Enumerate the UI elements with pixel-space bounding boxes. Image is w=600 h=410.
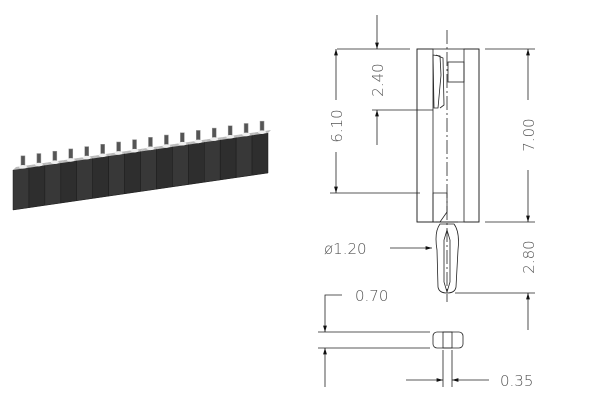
header-block — [92, 155, 109, 199]
header-block — [60, 160, 77, 204]
pin-opening — [82, 155, 91, 160]
connector-3d-render — [12, 120, 271, 211]
pin-contact — [243, 123, 249, 134]
pin-contact — [20, 155, 26, 167]
pin-contact — [84, 146, 89, 157]
dim-contact-length: 6.10 — [328, 109, 346, 142]
connector-section-view — [416, 30, 480, 349]
pin-opening — [130, 148, 139, 153]
pin-opening — [210, 137, 219, 141]
header-block — [108, 153, 125, 197]
dimension-lines — [318, 15, 535, 387]
pin-contact — [164, 134, 169, 146]
pin-opening — [18, 165, 27, 169]
pin-contact — [196, 130, 201, 141]
header-block — [140, 148, 157, 192]
header-block — [204, 139, 221, 183]
dim-section-gap: 0.35 — [500, 372, 533, 390]
header-block — [44, 162, 62, 206]
pin-contact — [211, 127, 217, 139]
header-block — [251, 132, 269, 176]
pin-opening — [146, 146, 155, 151]
dim-pin-diameter: ø1.20 — [324, 240, 367, 258]
header-block — [219, 137, 237, 181]
pin-contact — [68, 148, 74, 160]
dim-section-height: 0.70 — [355, 287, 388, 305]
pin-opening — [114, 151, 123, 155]
header-block — [188, 141, 205, 185]
pin-opening — [258, 130, 267, 134]
pin-contact — [36, 153, 42, 164]
pin-contact — [100, 144, 105, 155]
header-block — [156, 146, 173, 190]
dim-pin-length: 2.80 — [520, 240, 538, 273]
pin-contact — [148, 137, 153, 148]
pin-contact — [180, 132, 185, 143]
header-block — [76, 158, 93, 202]
pin-contact — [259, 120, 265, 132]
dim-body-height: 7.00 — [520, 118, 538, 151]
header-block — [12, 167, 30, 211]
pin-contact — [227, 125, 233, 137]
header-block — [124, 151, 141, 195]
pin-opening — [98, 153, 107, 158]
pin-opening — [50, 160, 59, 165]
dim-entry-depth: 2.40 — [369, 63, 387, 96]
pin-opening — [194, 139, 203, 144]
header-block — [235, 135, 253, 178]
pin-opening — [34, 162, 43, 167]
pin-contact — [132, 139, 137, 150]
pin-opening — [66, 158, 75, 162]
header-block — [172, 144, 189, 188]
pin-opening — [242, 132, 251, 137]
pin-opening — [178, 141, 187, 146]
pin-contact — [52, 150, 58, 162]
pin-opening — [226, 134, 235, 139]
pin-opening — [162, 144, 171, 148]
header-block — [28, 165, 46, 208]
pin-contact — [116, 141, 121, 153]
